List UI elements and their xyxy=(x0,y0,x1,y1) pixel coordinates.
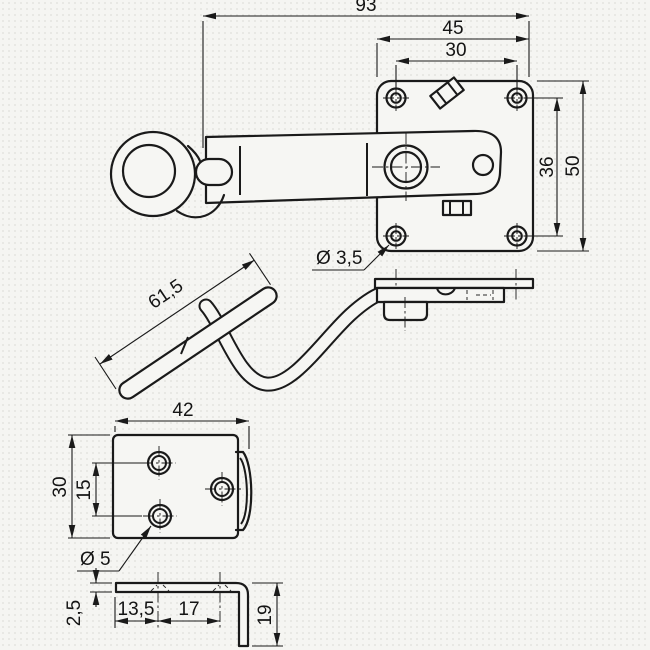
dim-label-36: 36 xyxy=(537,156,558,177)
keeper-holes xyxy=(142,446,244,533)
eye-ring-inner xyxy=(121,143,177,199)
view-keeper-profile: 2,5 13,5 17 19 xyxy=(64,568,283,648)
arm-slot xyxy=(194,157,234,187)
dim-label-dia-3-5: Ø 3,5 xyxy=(316,248,362,269)
keeper-plate-outline xyxy=(111,433,240,540)
base-plate-edge-view xyxy=(373,277,535,290)
dim-plate-width: 45 xyxy=(376,18,529,77)
keeper-flap-inner xyxy=(239,457,248,525)
dim-label-61-5: 61,5 xyxy=(145,275,187,313)
callout-screw-hole-diameter: Ø 3,5 xyxy=(312,244,390,271)
view-plan: 93 45 30 36 50 Ø 3,5 xyxy=(109,0,589,271)
hidden-slot-lines xyxy=(466,290,494,300)
bracket-edge-view xyxy=(382,300,429,322)
dim-label-2-5: 2,5 xyxy=(64,600,85,626)
staple-loop-detail xyxy=(429,76,465,110)
dim-keeper-hole-pitch: 17 xyxy=(158,599,220,625)
dim-hole-spacing-x: 30 xyxy=(395,40,518,90)
eye-ring-connector-top xyxy=(186,144,202,163)
dim-keeper-hole-spacing: 15 xyxy=(74,462,142,517)
eye-ring-hook xyxy=(175,193,226,219)
dim-keeper-width: 42 xyxy=(114,400,250,449)
keeper-flap-outer xyxy=(234,450,253,532)
hasp-arm-outline xyxy=(204,129,503,205)
arm-big-hole-centerlines xyxy=(372,133,440,201)
dim-label-15: 15 xyxy=(74,479,95,500)
dim-label-50: 50 xyxy=(563,155,584,176)
keeper-profile-outline xyxy=(114,581,250,648)
dim-label-17: 17 xyxy=(178,599,199,620)
dim-plate-height: 50 xyxy=(537,80,589,252)
dim-label-30: 30 xyxy=(445,40,466,61)
dim-label-45: 45 xyxy=(442,18,463,39)
dim-keeper-height: 30 xyxy=(50,434,110,539)
dim-overall-length: 93 xyxy=(202,0,530,148)
dim-label-dia-5: Ø 5 xyxy=(80,549,111,570)
dim-label-keeper-30: 30 xyxy=(50,476,71,497)
arm-small-hole xyxy=(471,153,495,177)
dim-label-42: 42 xyxy=(172,400,193,421)
dim-keeper-thickness: 2,5 xyxy=(64,568,112,626)
view-side: 61,5 xyxy=(94,252,535,400)
housing-edge-view xyxy=(375,286,506,304)
dim-hole-spacing-y: 36 xyxy=(526,97,563,237)
dim-label-19: 19 xyxy=(255,604,276,625)
dim-label-13-5: 13,5 xyxy=(118,599,155,620)
hasp-arm-fold-lines xyxy=(239,143,368,196)
dim-keeper-leg-height: 19 xyxy=(252,582,283,647)
view-keeper-plan: 42 30 15 Ø 5 xyxy=(50,400,253,572)
dim-keeper-hole-offset: 13,5 xyxy=(114,597,158,628)
pivot-dome xyxy=(436,287,456,296)
dim-label-93: 93 xyxy=(355,0,376,16)
catch-tab xyxy=(441,199,473,217)
